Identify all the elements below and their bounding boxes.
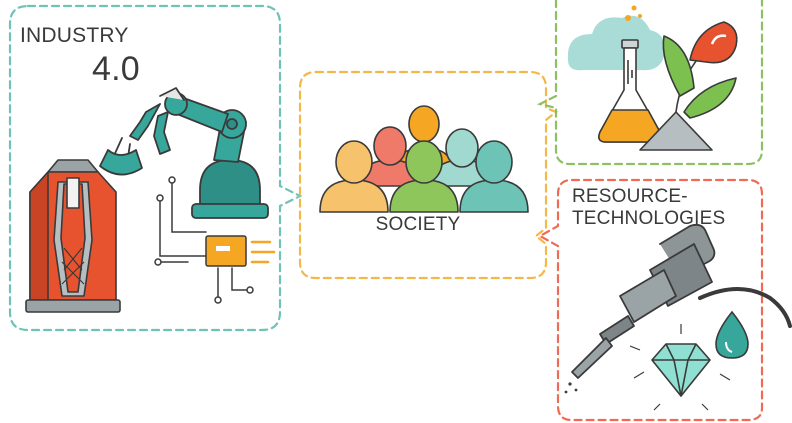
person-front-right (459, 140, 529, 213)
resource-panel-border (537, 178, 764, 422)
society-panel-border (298, 70, 559, 280)
people-group-icon (319, 105, 529, 213)
jackhammer-icon (564, 223, 792, 394)
person-front-center (389, 140, 459, 213)
water-drop-icon (715, 310, 749, 359)
circuit-chip-icon (154, 176, 276, 304)
industry-panel-border (8, 4, 303, 332)
chemistry-panel-border (536, 0, 764, 166)
resource-title-line1: RESOURCE- (572, 186, 688, 207)
industry-version: 4.0 (92, 50, 140, 88)
flask-icon (567, 1, 665, 143)
society-title: SOCIETY (375, 214, 461, 235)
plant-icon (639, 21, 738, 151)
resource-title-line2: TECHNOLOGIES (572, 208, 726, 229)
person-front-left (319, 140, 389, 213)
diamond-icon (629, 324, 731, 411)
furnace-icon (25, 159, 121, 313)
robot-arm-icon (99, 87, 269, 219)
industry-title: INDUSTRY (20, 24, 129, 47)
